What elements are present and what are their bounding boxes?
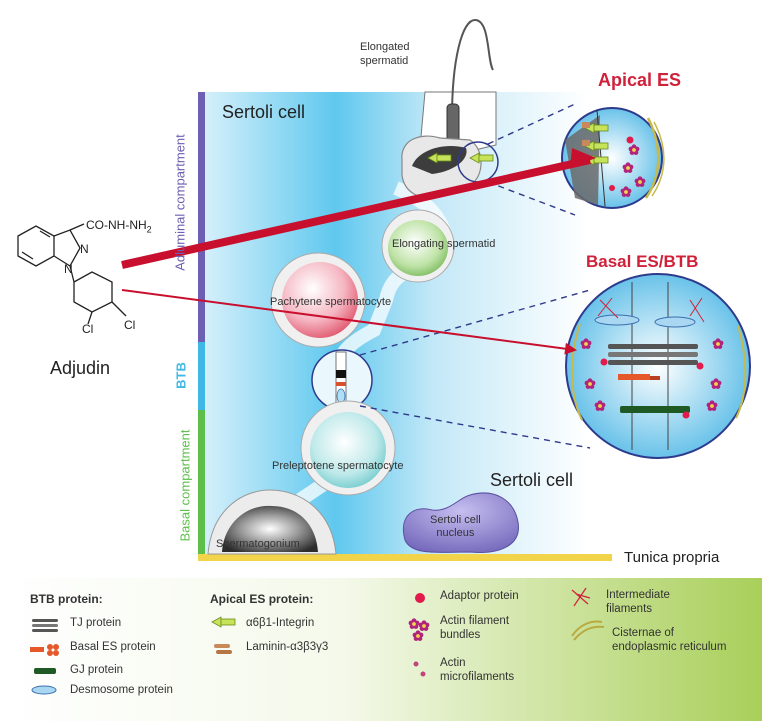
btb-zoom-line-bottom <box>359 405 591 449</box>
adjudin-cl2: Cl <box>124 318 136 332</box>
legend-basal-es: Basal ES protein <box>70 641 156 653</box>
adjudin-apical-arrow <box>121 156 591 269</box>
legend-actin-microfilaments: Actin microfilaments <box>440 657 515 683</box>
spermatogonium-label: Spermatogonium <box>216 538 300 550</box>
legend-intermediate-filaments: Intermediate filaments <box>606 589 670 615</box>
spermatogonium <box>222 505 318 552</box>
adjudin-n2: N <box>64 262 73 276</box>
apical-zoom-line-top <box>487 103 576 145</box>
legend-microfilament-icon <box>413 661 426 677</box>
legend-apical-title: Apical ES protein: <box>210 592 314 606</box>
pachytene-label: Pachytene spermatocyte <box>270 296 392 308</box>
legend-er: Cisternae of endoplasmic reticulum <box>612 627 727 653</box>
btb-zoom-line-top <box>359 289 591 356</box>
adluminal-bar <box>198 92 205 342</box>
adjudin-name: Adjudin <box>50 358 111 378</box>
adjudin-group: CO-NH-NH2 <box>86 218 152 235</box>
apical-es-title: Apical ES <box>598 70 682 90</box>
legend-er-icon <box>571 620 605 641</box>
basal-bar <box>198 410 205 554</box>
legend-btb-title: BTB protein: <box>30 592 103 606</box>
adluminal-label: Adluminal compartment <box>172 134 188 271</box>
adjudin-basal-arrow <box>121 289 577 355</box>
legend-tj: TJ protein <box>70 617 122 629</box>
btb-label: BTB <box>173 362 189 389</box>
epithelium-background <box>200 92 588 554</box>
legend-laminin-icon <box>214 644 232 654</box>
basal-es-btb-title: Basal ES/BTB <box>586 252 699 271</box>
preleptotene-label: Preleptotene spermatocyte <box>272 460 404 472</box>
legend-adaptor-icon <box>415 593 425 603</box>
legend-desmosome-icon <box>31 685 57 695</box>
legend-laminin: Laminin-α3β3γ3 <box>246 641 329 653</box>
sertoli-bottom-label: Sertoli cell <box>490 470 574 490</box>
adjudin-cl1: Cl <box>82 322 94 336</box>
legend-adaptor: Adaptor protein <box>440 590 519 602</box>
legend-intermediate-filament-icon <box>571 587 591 607</box>
basal-es-btb-zoom <box>565 273 751 459</box>
sertoli-nucleus <box>402 492 519 554</box>
sertoli-nucleus-label: Sertoli cell nucleus <box>430 514 481 539</box>
legend-panel <box>0 578 762 721</box>
adjudin-n1: N <box>80 242 89 256</box>
legend-gj-icon <box>34 668 56 674</box>
sertoli-top-label: Sertoli cell <box>222 102 306 122</box>
elongating-spermatid <box>388 220 448 276</box>
legend-gj: GJ protein <box>70 664 124 676</box>
btb-bar <box>198 342 205 410</box>
legend-integrin: α6β1-Integrin <box>246 617 315 629</box>
legend-tj-icon <box>32 619 58 632</box>
legend-actin-bundles: Actin filament bundles <box>440 615 510 641</box>
tunica-propria-label: Tunica propria <box>624 549 720 566</box>
legend-desmosome: Desmosome protein <box>70 684 173 696</box>
adjudin-structure <box>17 223 127 325</box>
apical-zoom-line-bottom <box>487 181 576 216</box>
elongating-spermatid-label: Elongating spermatid <box>392 238 496 250</box>
legend-basal-es-icon <box>30 644 59 656</box>
tunica-propria-bar <box>198 554 612 561</box>
elongated-spermatid <box>401 18 499 199</box>
basal-label: Basal compartment <box>177 429 193 542</box>
preleptotene-spermatocyte <box>310 412 386 488</box>
elongated-spermatid-label: Elongated spermatid <box>360 41 410 67</box>
